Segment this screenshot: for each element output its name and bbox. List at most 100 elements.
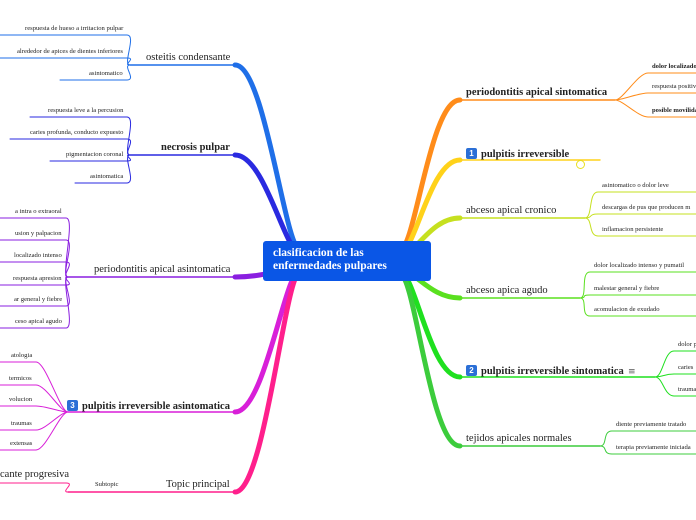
subtopic-item[interactable]: inflamacion persistente: [602, 226, 663, 234]
topic-abceso-apical-cronico-text: abceso apical cronico: [466, 205, 557, 216]
subtopic-item[interactable]: atologia: [11, 352, 32, 360]
topic-number-badge: 1: [466, 148, 477, 159]
subtopic-connector: [65, 239, 70, 278]
subtopic-item-text: caries profunda, conducto expuesto: [30, 129, 124, 136]
topic-necrosis-pulpar-text: necrosis pulpar: [161, 142, 230, 153]
subtopic-label-text: Subtopic: [95, 481, 119, 488]
subtopic-connector: [584, 213, 599, 219]
subtopic-connector: [126, 34, 132, 66]
subtopic-item-text: usion y palpacion: [15, 230, 62, 237]
subtopic-item-text: acomulacion de exudado: [594, 306, 660, 313]
subtopic-item-text: pigmentacion coronal: [66, 151, 124, 158]
topic-topic-principal[interactable]: Topic principal: [166, 479, 230, 491]
subtopic-item[interactable]: asintomatico: [89, 70, 123, 78]
branch-connector: [397, 271, 463, 449]
topic-pulpitis-irreversible-sintomatica-text: pulpitis irreversible sintomatica: [481, 366, 624, 377]
topic-periodontitis-apical-sintomatica[interactable]: periodontitis apical sintomatica: [466, 87, 607, 99]
topic-abceso-apica-agudo-text: abceso apica agudo: [466, 285, 548, 296]
subtopic-connector: [35, 384, 69, 413]
subtopic-connector: [584, 191, 599, 219]
subtopic-connector: [579, 294, 591, 299]
topic-pulpitis-irreversible-sintomatica[interactable]: 2 pulpitis irreversible sintomatica: [466, 365, 624, 378]
subtopic-item[interactable]: ar general y fiebre: [14, 296, 63, 304]
subtopic-item[interactable]: acomulacion de exudado: [594, 306, 660, 314]
subtopic-item-text: extensas: [10, 440, 33, 447]
subtopic-item[interactable]: asintomatica: [90, 173, 124, 181]
subtopic-connector: [126, 138, 132, 156]
subtopic-item[interactable]: localizado intenso: [14, 252, 62, 260]
subtopic-item[interactable]: posible movilidad: [652, 107, 696, 115]
topic-tejidos-apicales-normales-text: tejidos apicales normales: [466, 433, 572, 444]
subtopic-item[interactable]: extensas: [10, 440, 33, 448]
subtopic-connector: [654, 350, 675, 378]
subtopic-item[interactable]: caries profunda, conducto expuesto: [30, 129, 124, 137]
subtopic-item[interactable]: traumas: [11, 420, 32, 428]
subtopic-item[interactable]: alrededor de apices de dientes inferiore…: [17, 48, 123, 56]
subtopic-item[interactable]: dolor localizado intenso y pumatil: [594, 262, 685, 270]
subtopic-item-text: respuesta leve a la percusion: [48, 107, 124, 114]
subtopic-item[interactable]: respuesta apresion: [13, 275, 62, 283]
topic-pulpitis-irreversible-asintomatica[interactable]: 3 pulpitis irreversible asintomatica: [67, 400, 230, 413]
subtopic-connector: [614, 92, 649, 101]
subtopic-item[interactable]: volucion: [9, 396, 33, 404]
subtopic-item-text: posible movilidad: [652, 107, 696, 114]
subtopic-item[interactable]: caries: [678, 364, 694, 372]
subtopic-item-text: asintomatica: [90, 173, 124, 180]
subtopic-item-text: caries: [678, 364, 694, 371]
subtopic-connector: [599, 445, 613, 455]
subtopic-item[interactable]: respuesta leve a la percusion: [48, 107, 124, 115]
topic-necrosis-pulpar[interactable]: necrosis pulpar: [161, 142, 230, 154]
menu-icon[interactable]: ≡: [628, 367, 636, 377]
subtopic-item[interactable]: pigmentacion coronal: [66, 151, 124, 159]
subtopic-connector: [65, 261, 70, 278]
subtopic-item[interactable]: diente previamente tratado: [616, 421, 686, 429]
note-icon[interactable]: [576, 160, 585, 169]
subtopic-item[interactable]: descargas de pus que producen m: [602, 204, 691, 212]
topic-osteitis-condensante-text: osteitis condensante: [146, 52, 231, 63]
subtopic-item[interactable]: asintomatico o dolor leve: [602, 182, 669, 190]
subtopic-connector: [35, 405, 69, 413]
subtopic-connector: [584, 217, 599, 237]
subtopic-connector: [579, 297, 591, 317]
subtopic-label[interactable]: Subtopic: [95, 481, 119, 489]
subtopic-item[interactable]: usion y palpacion: [15, 230, 62, 238]
subtopic-item-text: dolor localizado intenso y pumatil: [594, 262, 685, 269]
topic-periodontitis-apical-asintomatica[interactable]: periodontitis apical asintomatica: [94, 264, 231, 276]
topic-periodontitis-apical-asintomatica-text: periodontitis apical asintomatica: [94, 264, 231, 275]
topic-pulpitis-irreversible-asintomatica-text: pulpitis irreversible asintomatica: [82, 401, 230, 412]
branch-connector: [397, 157, 463, 256]
subtopic-item[interactable]: terapia previamente iniciada: [616, 444, 691, 452]
subtopic-item-text: termicos: [9, 375, 32, 382]
topic-pulpitis-irreversible-text: pulpitis irreversible: [481, 149, 570, 160]
subtopic-connector: [654, 376, 675, 397]
subtopic-item[interactable]: ceso apical agudo: [15, 318, 62, 326]
subtopic-item[interactable]: a intra o extraoral: [15, 208, 62, 216]
subtopic-item-text: dolor localizado: [652, 63, 696, 70]
subtopic-item-text: volucion: [9, 396, 33, 403]
subtopic-item-text: ar general y fiebre: [14, 296, 63, 303]
topic-tejidos-apicales-normales[interactable]: tejidos apicales normales: [466, 433, 572, 445]
subtopic-connector: [65, 276, 70, 329]
subtopic-item[interactable]: malestar general y fiebre: [594, 285, 659, 293]
subtopic-item-text: terapia previamente iniciada: [616, 444, 691, 451]
subtopic-item-text: asintomatico o dolor leve: [602, 182, 669, 189]
topic-number-badge: 3: [67, 400, 78, 411]
subtopic-item-text: respuesta apresion: [13, 275, 62, 282]
subtopic-connector: [599, 430, 613, 447]
subtopic-connector: [614, 72, 649, 101]
topic-abceso-apica-agudo[interactable]: abceso apica agudo: [466, 285, 548, 297]
central-topic[interactable]: clasificacion de las enfermedades pulpar…: [263, 241, 431, 281]
subtopic-item[interactable]: respuesta de hueso a irritacion pulpar: [25, 25, 123, 33]
subtopic-item[interactable]: dolor p: [678, 341, 696, 349]
branch-connector: [397, 97, 463, 253]
subtopic-item-text: descargas de pus que producen m: [602, 204, 691, 211]
subtopic-item[interactable]: dolor localizado: [652, 63, 696, 71]
subtopic-item[interactable]: trauma: [678, 386, 696, 394]
subtopic-item[interactable]: termicos: [9, 375, 32, 383]
topic-abceso-apical-cronico[interactable]: abceso apical cronico: [466, 205, 557, 217]
subtopic-item[interactable]: cante progresiva: [0, 469, 69, 481]
topic-pulpitis-irreversible[interactable]: 1 pulpitis irreversible: [466, 148, 569, 161]
topic-number-badge: 2: [466, 365, 477, 376]
subtopic-item[interactable]: respuesta positiva: [652, 83, 696, 91]
topic-osteitis-condensante[interactable]: osteitis condensante: [146, 52, 231, 64]
